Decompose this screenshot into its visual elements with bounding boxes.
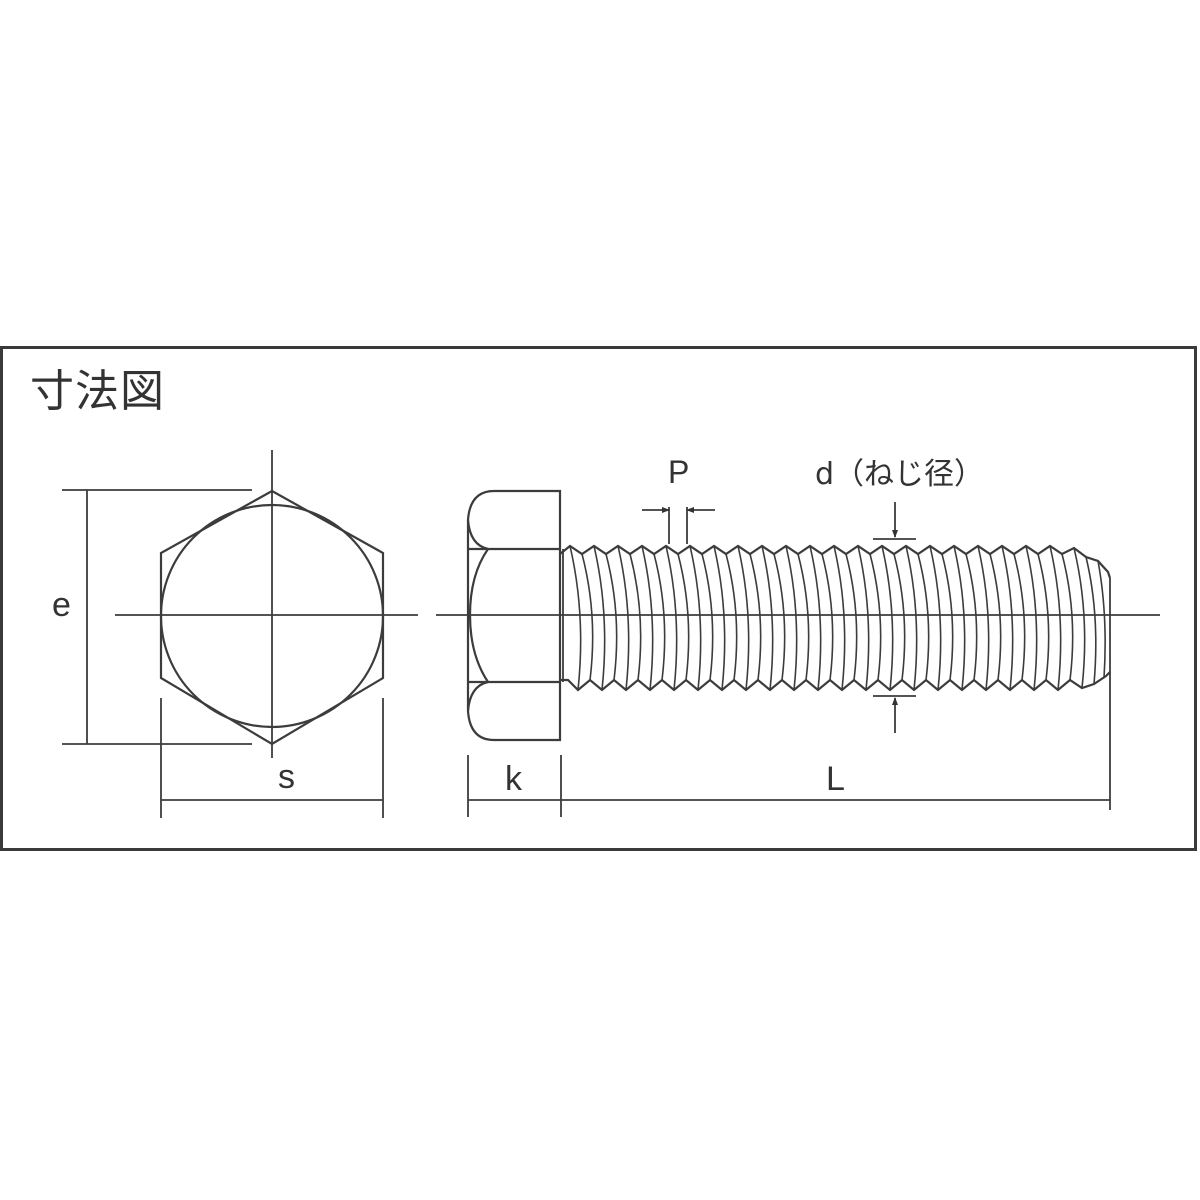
dim-label-l: L	[826, 760, 845, 798]
drawing-frame	[0, 346, 1197, 851]
diagram-title: 寸法図	[30, 366, 165, 417]
thread-helix-lines	[569, 545, 1106, 691]
bolt-side-view	[436, 489, 1160, 817]
dim-label-p: P	[668, 454, 690, 490]
dim-label-d-thread-diameter: d（ねじ径）	[815, 457, 985, 492]
dim-label-s: s	[278, 758, 295, 796]
dim-label-k: k	[505, 760, 522, 798]
dim-label-e: e	[52, 586, 71, 624]
thread-bottom-profile	[560, 671, 1111, 692]
hex-end-view	[62, 450, 418, 818]
thread-top-profile	[559, 544, 1112, 579]
